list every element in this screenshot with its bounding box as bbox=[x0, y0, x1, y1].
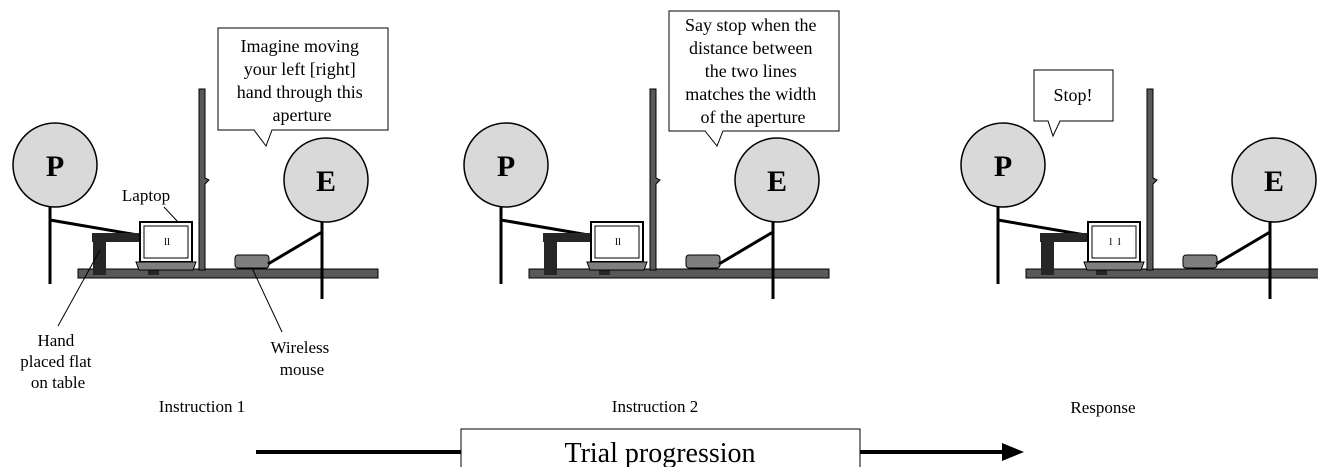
panel-caption: Instruction 1 bbox=[159, 397, 245, 416]
timeline-label: Trial progression bbox=[564, 438, 755, 467]
speech-bubble-text: Imagine moving your left [right] hand th… bbox=[237, 36, 368, 125]
mouse-label: Wireless mouse bbox=[270, 338, 333, 379]
experimenter-label: E bbox=[767, 165, 787, 198]
hand-pointer bbox=[57, 249, 101, 327]
participant-label: P bbox=[46, 150, 64, 183]
aperture-board bbox=[649, 88, 661, 271]
mouse-pointer bbox=[251, 267, 283, 333]
experimenter-arm bbox=[1215, 230, 1271, 266]
table bbox=[1025, 268, 1318, 279]
laptop: l l bbox=[1083, 221, 1145, 271]
panel-caption: Response bbox=[1070, 398, 1135, 417]
panel-instruction-2: P ll E Say stop when the distance betwee… bbox=[463, 10, 840, 416]
aperture-board bbox=[1146, 88, 1158, 271]
table bbox=[77, 268, 379, 279]
hand-label: Hand placed flat on table bbox=[20, 331, 96, 392]
laptop: ll bbox=[586, 221, 648, 271]
experimenter-arm bbox=[267, 230, 323, 266]
timeline-label-box bbox=[460, 428, 861, 467]
speech-bubble-text: Say stop when the distance between the t… bbox=[685, 15, 821, 127]
aperture-board bbox=[198, 88, 210, 271]
panel-response: P l l E Stop! Response bbox=[960, 69, 1318, 417]
timeline: Trial progression bbox=[256, 428, 1024, 467]
participant-label: P bbox=[497, 150, 515, 183]
laptop-screen-lines: l l bbox=[1109, 236, 1121, 248]
experimenter-head bbox=[283, 137, 369, 223]
participant-head bbox=[12, 122, 98, 208]
laptop-label: Laptop bbox=[122, 186, 170, 205]
panel-caption: Instruction 2 bbox=[612, 397, 698, 416]
table bbox=[528, 268, 830, 279]
participant-head bbox=[960, 122, 1046, 208]
experimenter-label: E bbox=[1264, 165, 1284, 198]
wireless-mouse bbox=[234, 254, 270, 269]
wireless-mouse bbox=[685, 254, 721, 269]
participant-head bbox=[463, 122, 549, 208]
experimenter-arm bbox=[718, 230, 774, 266]
participant-label: P bbox=[994, 150, 1012, 183]
laptop-pointer bbox=[163, 206, 179, 223]
experimenter-head bbox=[1231, 137, 1317, 223]
laptop: ll bbox=[135, 221, 197, 271]
experimenter-label: E bbox=[316, 165, 336, 198]
panel-instruction-1: P ll E Imagine moving yo bbox=[12, 27, 389, 416]
timeline-arrowhead bbox=[1002, 443, 1024, 461]
speech-bubble bbox=[1033, 69, 1114, 138]
speech-bubble bbox=[668, 10, 840, 147]
speech-bubble-text: Stop! bbox=[1053, 85, 1092, 105]
experimenter-head bbox=[734, 137, 820, 223]
laptop-screen-lines: ll bbox=[615, 236, 621, 248]
laptop-screen-lines: ll bbox=[164, 236, 170, 248]
wireless-mouse bbox=[1182, 254, 1218, 269]
speech-bubble bbox=[217, 27, 389, 148]
